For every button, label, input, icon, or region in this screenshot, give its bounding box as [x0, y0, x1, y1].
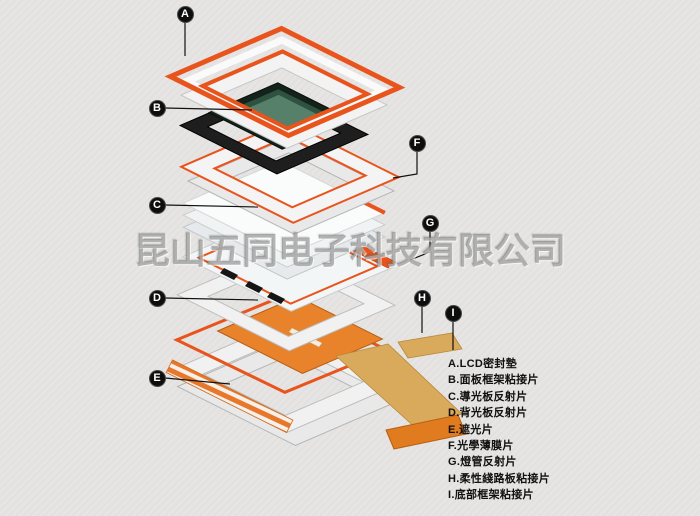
leader-f: [392, 151, 418, 179]
legend-item: F.光學薄膜片: [448, 440, 514, 453]
legend: A.LCD密封墊 B.面板框架粘接片 C.導光板反射片 D.背光板反射片 E.遮…: [448, 356, 550, 504]
legend-item: C.導光板反射片: [448, 390, 528, 403]
marker-a: A: [176, 5, 194, 23]
legend-item: E.遮光片: [448, 423, 493, 436]
flex-connector: [397, 332, 463, 359]
leader-e: [164, 377, 231, 385]
marker-c: C: [148, 196, 166, 214]
striped-edge: [165, 359, 294, 434]
legend-item: A.LCD密封墊: [448, 358, 518, 370]
legend-item: I.底部框架粘接片: [448, 489, 534, 502]
leader-c: [164, 204, 259, 208]
legend-item: G.燈管反射片: [448, 456, 517, 469]
marker-g: G: [421, 214, 439, 232]
marker-b: B: [148, 99, 166, 117]
layer-a-gasket: [164, 25, 406, 139]
leader-lines: [164, 22, 454, 385]
leader-b: [164, 107, 253, 111]
marker-f: F: [408, 134, 426, 152]
legend-item: B.面板框架粘接片: [448, 374, 539, 387]
leader-g: [409, 231, 431, 261]
marker-e: E: [148, 369, 166, 387]
marker-d: D: [148, 289, 166, 307]
marker-i: I: [444, 304, 462, 322]
flex-end-bar: [385, 414, 467, 450]
legend-item: D.背光板反射片: [448, 407, 528, 420]
leader-d: [164, 297, 259, 301]
marker-h: H: [413, 289, 431, 307]
flex-ribbon: [335, 343, 463, 431]
legend-item: H.柔性綫路板粘接片: [448, 472, 550, 485]
